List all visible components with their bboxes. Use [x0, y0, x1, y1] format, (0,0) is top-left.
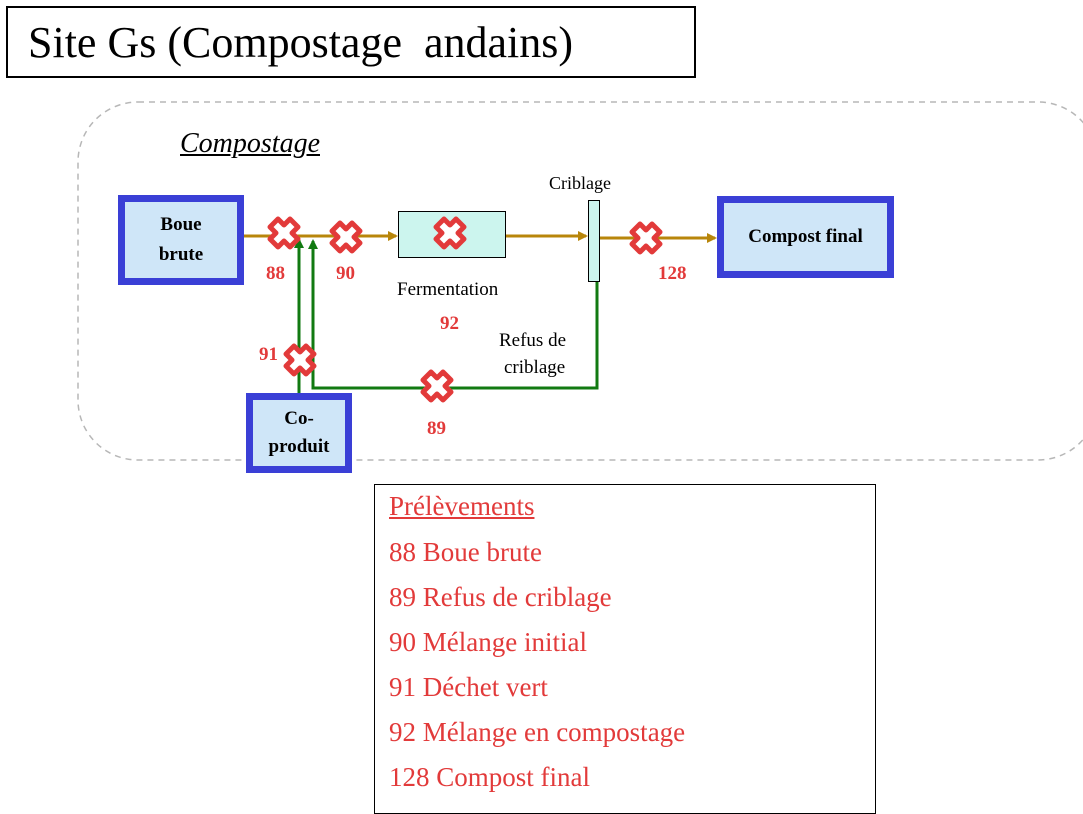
sample-number-90: 90: [336, 263, 355, 284]
sample-number-89: 89: [427, 418, 446, 439]
node-co-produit-label: Co- produit: [268, 408, 330, 457]
section-label: Compostage: [180, 128, 320, 159]
sample-91-icon: [286, 346, 314, 374]
node-compost-final-label: Compost final: [748, 226, 863, 247]
sample-number-88: 88: [266, 263, 285, 284]
legend-box: Prélèvements 88 Boue brute 89 Refus de c…: [374, 484, 876, 814]
legend-item: 128 Compost final: [389, 762, 590, 792]
node-boue-brute-label: Boue brute: [158, 214, 204, 265]
node-boue-brute: Boue brute: [118, 195, 244, 285]
legend-title: Prélèvements: [389, 491, 535, 521]
node-compost-final: Compost final: [717, 196, 894, 278]
legend-item: 88 Boue brute: [389, 537, 542, 567]
sample-128-icon: [632, 224, 660, 252]
legend-item: 90 Mélange initial: [389, 627, 587, 657]
title-box: Site Gs (Compostage andains): [6, 6, 696, 78]
fermentation-box: [398, 211, 506, 258]
page-title: Site Gs (Compostage andains): [28, 18, 574, 67]
criblage-bar: [588, 200, 600, 282]
node-co-produit: Co- produit: [246, 393, 352, 473]
legend-item: 92 Mélange en compostage: [389, 717, 686, 747]
sample-number-128: 128: [658, 263, 687, 284]
label-fermentation: Fermentation: [397, 279, 499, 300]
arrow-refus-return: [308, 239, 599, 390]
legend-item: 91 Déchet vert: [389, 672, 548, 702]
legend-item: 89 Refus de criblage: [389, 582, 612, 612]
sample-number-92: 92: [440, 313, 459, 334]
compostage-region: [77, 101, 1083, 461]
label-refus-line2: criblage: [504, 357, 566, 378]
sample-number-91: 91: [259, 344, 278, 365]
sample-90-icon: [332, 223, 360, 251]
label-refus-line1: Refus de: [499, 330, 567, 351]
label-criblage: Criblage: [549, 173, 611, 193]
sample-89-icon: [423, 372, 451, 400]
sample-88-icon: [270, 219, 298, 247]
